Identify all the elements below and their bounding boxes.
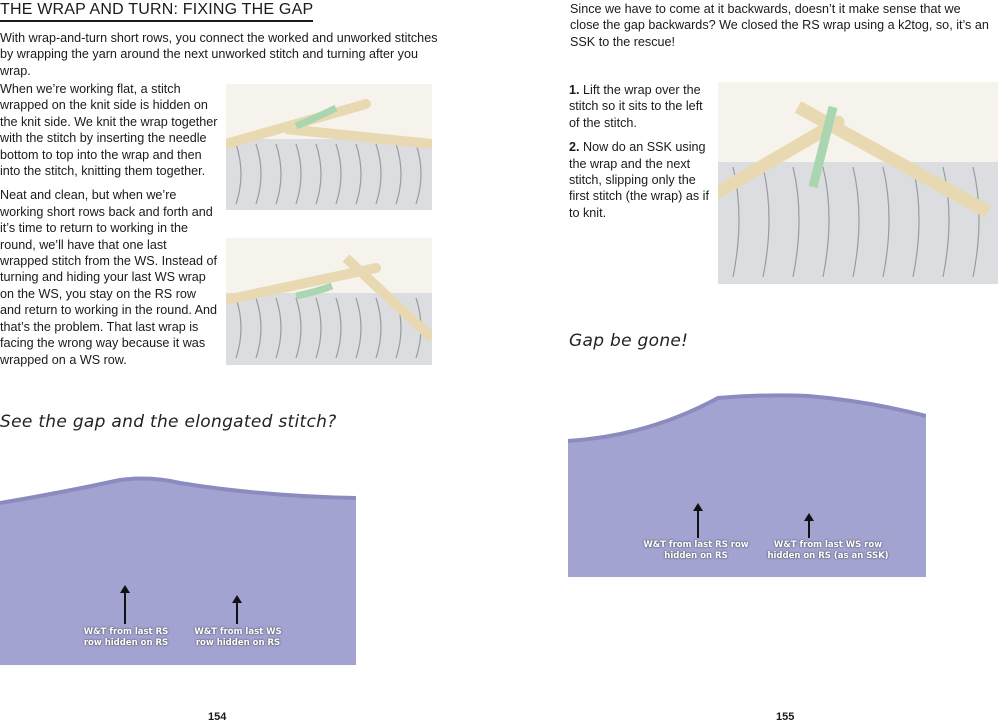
page-number-left: 154 xyxy=(208,711,227,723)
photo-label-rs: W&T from last RS row hidden on RS xyxy=(83,627,169,648)
arrow-icon xyxy=(693,503,703,538)
steps-column: 1. Lift the wrap over the stitch so it s… xyxy=(569,82,711,221)
arrow-icon xyxy=(804,513,814,538)
body-paragraph-2: Neat and clean, but when we’re working s… xyxy=(0,188,218,367)
arrow-icon xyxy=(232,595,242,624)
step-number: 2. xyxy=(569,140,580,155)
step-text: Lift the wrap over the stitch so it sits… xyxy=(569,83,703,130)
step-2: 2. Now do an SSK using the wrap and the … xyxy=(569,139,711,221)
page-title: THE WRAP AND TURN: FIXING THE GAP xyxy=(0,1,314,22)
body-paragraph-1: When we’re working flat, a stitch wrappe… xyxy=(0,82,218,179)
intro-paragraph-right: Since we have to come at it backwards, d… xyxy=(570,2,989,49)
photo-label-rs-right: W&T from last RS row hidden on RS xyxy=(643,540,749,561)
intro-paragraph: With wrap-and-turn short rows, you conne… xyxy=(0,31,438,78)
step-text: Now do an SSK using the wrap and the nex… xyxy=(569,140,709,220)
handwritten-heading-left: See the gap and the elongated stitch? xyxy=(0,412,337,432)
knitting-photo-fixed xyxy=(568,386,926,577)
handwritten-heading-right: Gap be gone! xyxy=(569,331,689,351)
photo-label-ws-right: W&T from last WS row hidden on RS (as an… xyxy=(767,540,889,561)
ssk-illustration xyxy=(718,82,998,284)
step-1: 1. Lift the wrap over the stitch so it s… xyxy=(569,82,711,131)
wrap-illustration-1 xyxy=(226,84,432,210)
body-column: When we’re working flat, a stitch wrappe… xyxy=(0,81,218,368)
knitting-photo-gap xyxy=(0,468,356,665)
photo-label-ws: W&T from last WS row hidden on RS xyxy=(194,627,282,648)
wrap-illustration-2 xyxy=(226,238,432,365)
step-number: 1. xyxy=(569,83,580,97)
page-number-right: 155 xyxy=(776,711,795,723)
arrow-icon xyxy=(120,585,130,624)
